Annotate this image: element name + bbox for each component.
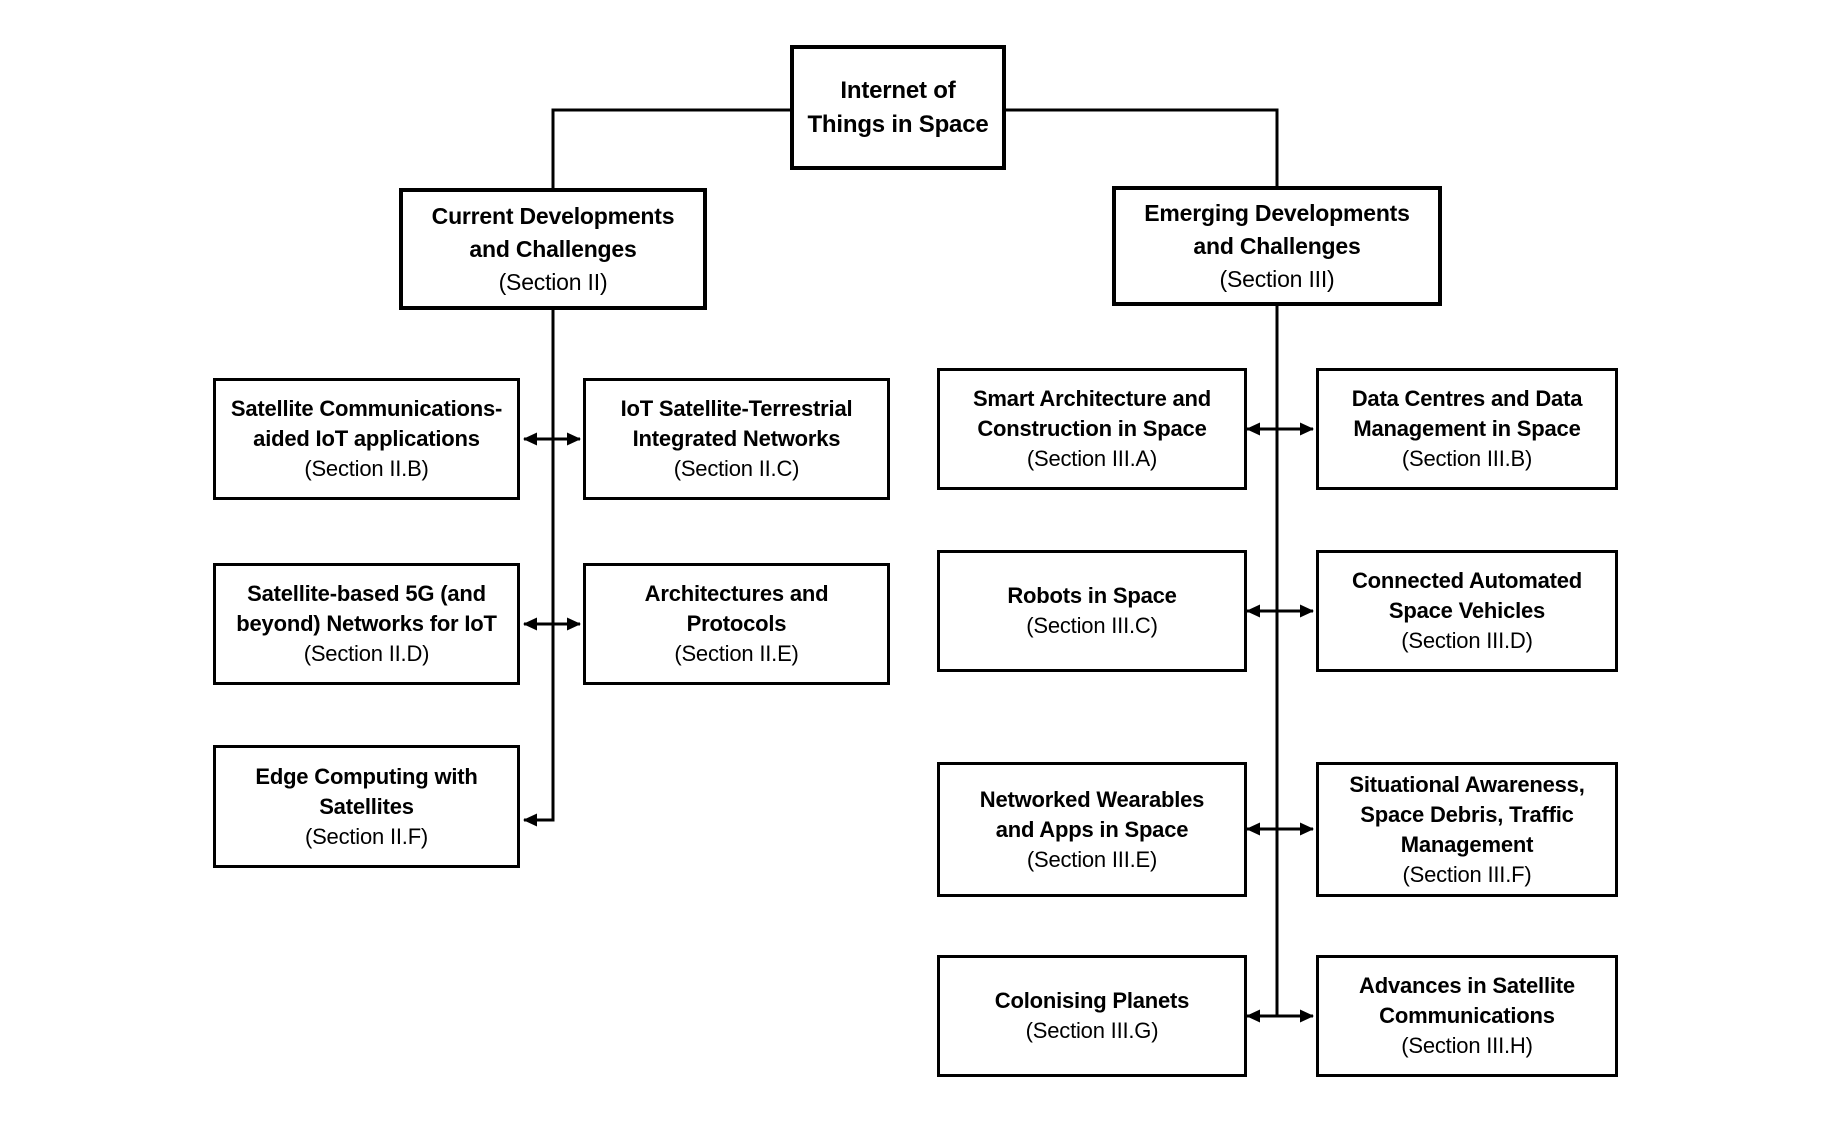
node-section-iii-g-colonising-planets: Colonising Planets (Section III.G) <box>937 955 1247 1077</box>
node-title: Emerging Developments and Challenges <box>1144 199 1410 259</box>
node-section-iii-e-networked-wearables-apps: Networked Wearables and Apps in Space (S… <box>937 762 1247 897</box>
connector-root-to-section-ii <box>551 108 790 188</box>
node-section-label: (Section II.B) <box>304 456 429 481</box>
node-section-ii-f-edge-computing-with-satellites: Edge Computing with Satellites (Section … <box>213 745 520 868</box>
node-section-label: (Section II) <box>498 268 608 295</box>
node-title: Advances in Satellite Communications <box>1359 973 1575 1028</box>
node-title: Current Developments and Challenges <box>431 202 675 262</box>
node-section-ii-c-iot-satellite-terrestrial-networks: IoT Satellite-Terrestrial Integrated Net… <box>583 378 890 500</box>
node-title: IoT Satellite-Terrestrial Integrated Net… <box>620 396 853 451</box>
node-section-label: (Section II.F) <box>304 823 429 849</box>
node-section-label: (Section II.E) <box>674 641 799 666</box>
node-section-label: (Section III.E) <box>1026 846 1158 872</box>
node-section-iii-c-robots-in-space: Robots in Space (Section III.C) <box>937 550 1247 672</box>
node-section-label: (Section III.F) <box>1402 861 1532 887</box>
node-title: Satellite-based 5G (and beyond) Networks… <box>236 581 497 636</box>
node-section-label: (Section III.H) <box>1401 1033 1533 1058</box>
connector-trunk-left-to-ii-f <box>523 310 555 827</box>
node-section-label: (Section III.A) <box>1026 446 1158 471</box>
node-section-ii-d-satellite-5g-networks-for-iot: Satellite-based 5G (and beyond) Networks… <box>213 563 520 685</box>
node-section-label: (Section II.D) <box>303 641 430 666</box>
node-title: Connected Automated Space Vehicles <box>1351 568 1583 623</box>
node-title: Internet of Things in Space <box>807 76 989 138</box>
node-section-ii-b-satellite-communications-aided-iot: Satellite Communications- aided IoT appl… <box>213 378 520 500</box>
node-section-label: (Section III.G) <box>1025 1018 1159 1043</box>
node-section-iii-a-smart-architecture-construction: Smart Architecture and Construction in S… <box>937 368 1247 490</box>
node-section-ii-current-developments: Current Developments and Challenges (Sec… <box>399 188 707 310</box>
node-section-ii-e-architectures-and-protocols: Architectures and Protocols (Section II.… <box>583 563 890 685</box>
node-title: Networked Wearables and Apps in Space <box>979 786 1205 842</box>
node-section-label: (Section III.D) <box>1401 628 1533 653</box>
node-section-iii-h-advances-in-satellite-communications: Advances in Satellite Communications (Se… <box>1316 955 1618 1077</box>
node-title: Satellite Communications- aided IoT appl… <box>230 396 503 451</box>
node-title: Robots in Space <box>1007 583 1177 608</box>
node-section-iii-d-connected-automated-space-vehicles: Connected Automated Space Vehicles (Sect… <box>1316 550 1618 672</box>
node-section-label: (Section II.C) <box>673 456 800 481</box>
node-title: Edge Computing with Satellites <box>255 763 478 819</box>
node-section-iii-emerging-developments: Emerging Developments and Challenges (Se… <box>1112 186 1442 306</box>
node-title: Situational Awareness, Space Debris, Tra… <box>1349 771 1585 857</box>
connector-root-to-section-iii <box>1006 108 1279 186</box>
node-section-iii-b-data-centres-data-management: Data Centres and Data Management in Spac… <box>1316 368 1618 490</box>
node-section-label: (Section III.B) <box>1401 446 1533 471</box>
node-section-iii-f-situational-awareness-space-debris: Situational Awareness, Space Debris, Tra… <box>1316 762 1618 897</box>
node-title: Architectures and Protocols <box>644 581 829 636</box>
node-title: Smart Architecture and Construction in S… <box>972 386 1212 441</box>
node-root-internet-of-things-in-space: Internet of Things in Space <box>790 45 1006 170</box>
node-title: Colonising Planets <box>994 988 1190 1013</box>
node-section-label: (Section III.C) <box>1026 613 1158 638</box>
node-title: Data Centres and Data Management in Spac… <box>1351 386 1583 441</box>
node-section-label: (Section III) <box>1219 265 1335 292</box>
